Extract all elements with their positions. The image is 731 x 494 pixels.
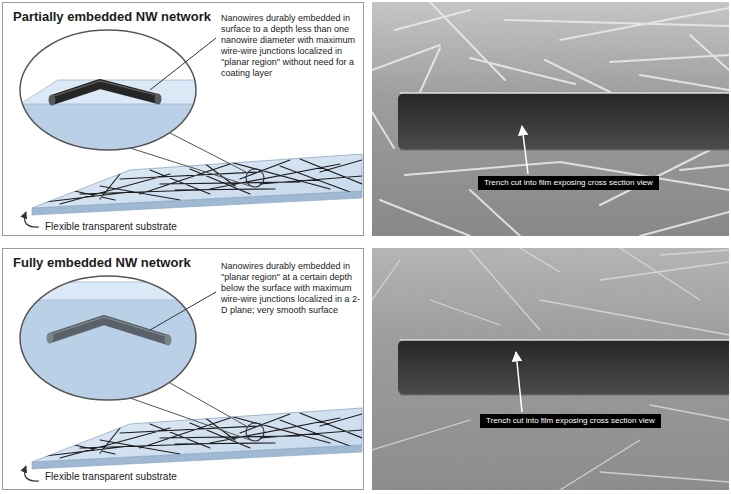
substrate-label: Flexible transparent substrate <box>45 471 177 482</box>
annotation-box: Trench cut into film exposing cross sect… <box>478 176 659 190</box>
block-top <box>20 80 200 104</box>
illustration-panel: Fully embedded NW network Nanowires durab… <box>2 248 364 490</box>
inset-full <box>20 282 200 405</box>
panel-title: Partially embedded NW network <box>13 9 211 24</box>
inset-partial <box>20 80 200 165</box>
panel-title: Fully embedded NW network <box>13 255 191 270</box>
leader-line <box>150 292 216 330</box>
zoom-line <box>170 383 248 427</box>
leader-line <box>150 38 216 90</box>
zoom-line <box>170 133 248 173</box>
pointer-arrow <box>516 352 522 412</box>
zoom-line <box>130 148 250 186</box>
substrate-slab <box>32 408 362 469</box>
annotation-text: Trench cut into film exposing cross sect… <box>484 178 653 188</box>
trench-edge <box>400 150 729 151</box>
pointer-arrow <box>522 126 528 174</box>
sem-image <box>372 248 729 490</box>
illustration-panel: Partially embedded NW network Nanowires d… <box>2 2 364 236</box>
annotation-box: Trench cut into film exposing cross sect… <box>480 414 661 428</box>
trench <box>398 93 729 150</box>
inset-circle <box>20 30 196 150</box>
curved-arrow <box>25 212 39 227</box>
inset-circle <box>20 276 196 400</box>
embedding-overlay <box>20 300 200 405</box>
trench <box>398 340 729 395</box>
block-top <box>20 282 200 300</box>
callout-text: Nanowires durably embedded in "planar re… <box>221 261 361 316</box>
trench-edge <box>400 395 729 396</box>
rod-end <box>49 95 56 106</box>
zoom-line <box>130 398 250 440</box>
substrate-label: Flexible transparent substrate <box>45 221 177 232</box>
rod-end <box>155 94 162 105</box>
annotation-text: Trench cut into film exposing cross sect… <box>486 416 655 426</box>
rod-highlight <box>54 81 156 96</box>
block-front <box>20 300 200 405</box>
substrate-slab <box>32 154 362 215</box>
sem-image <box>372 2 729 236</box>
trench-edge <box>400 92 729 94</box>
curved-arrow <box>25 466 39 481</box>
trench-edge <box>400 339 729 341</box>
callout-text: Nanowires durably embedded in surface to… <box>221 13 361 79</box>
